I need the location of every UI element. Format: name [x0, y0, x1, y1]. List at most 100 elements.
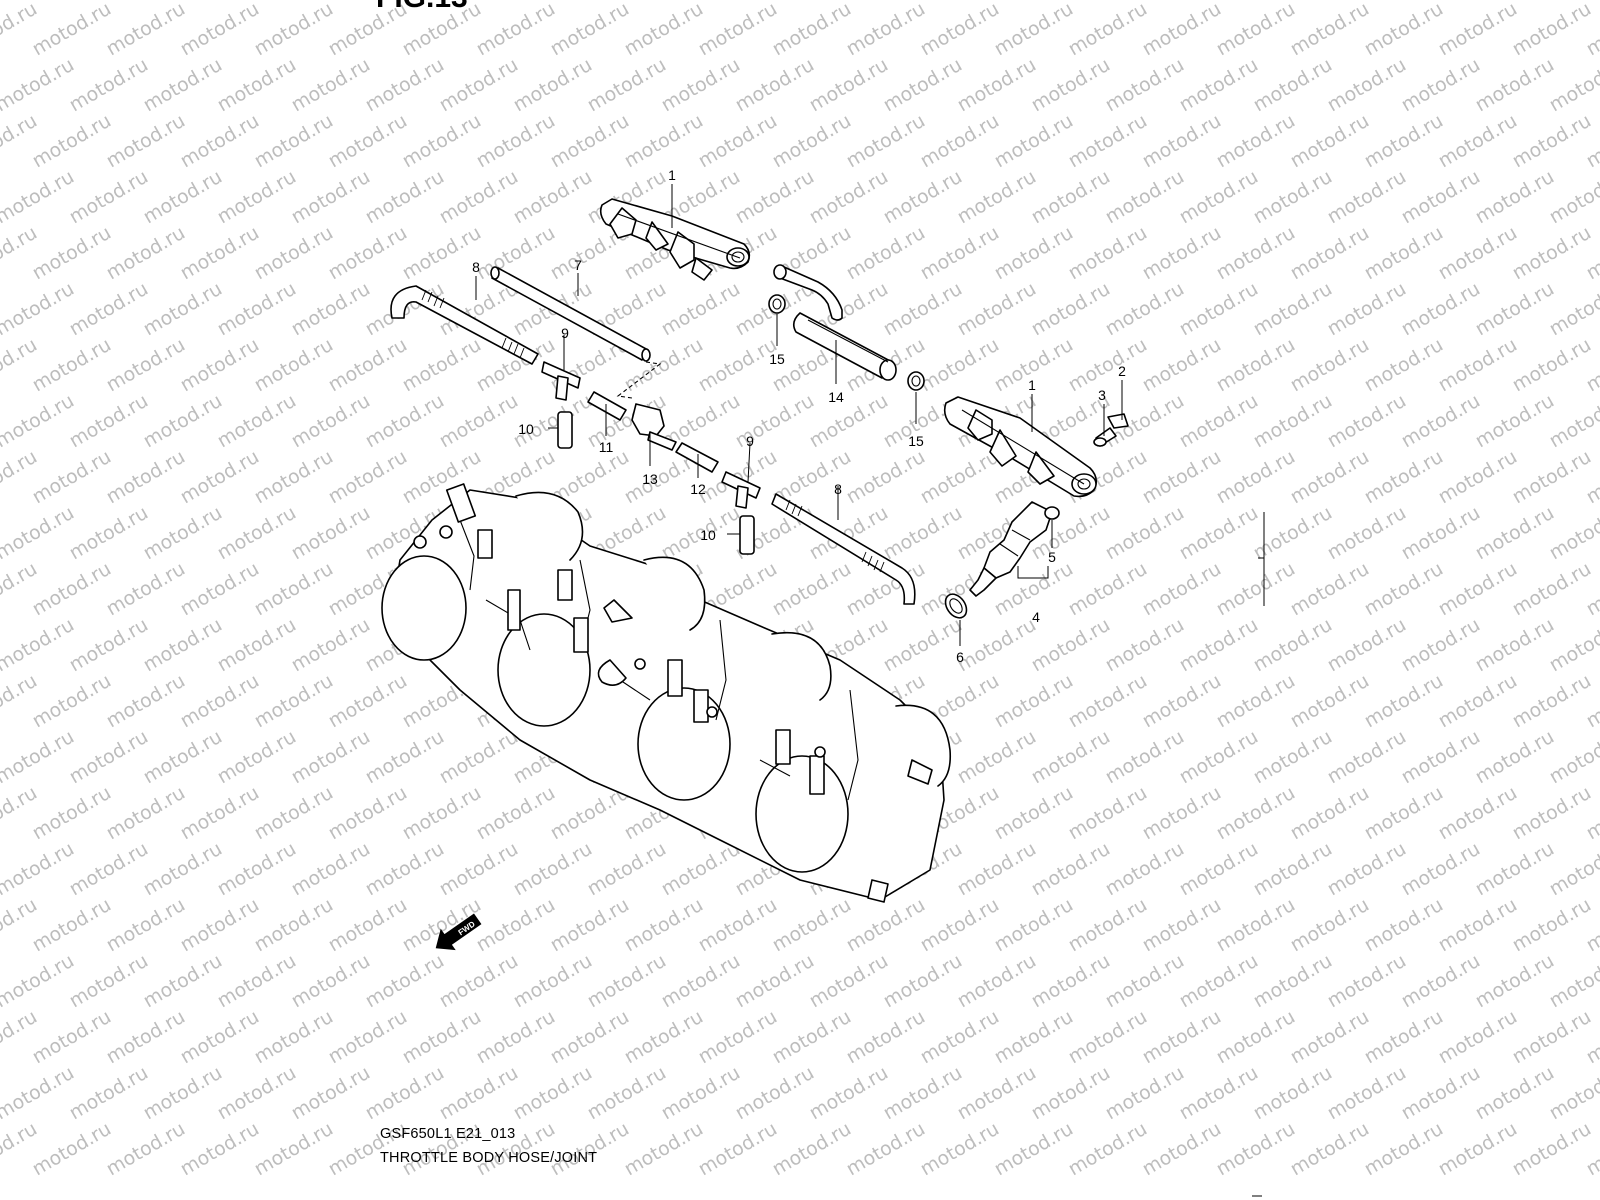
watermark-text: motod.ru: [399, 782, 485, 845]
watermark-text: motod.ru: [917, 0, 1003, 60]
watermark-text: motod.ru: [140, 614, 226, 677]
watermark-text: motod.ru: [325, 894, 411, 957]
watermark-text: motod.ru: [1398, 614, 1484, 677]
watermark-text: motod.ru: [1472, 502, 1558, 565]
watermark-text: motod.ru: [362, 950, 448, 1013]
watermark-text: motod.ru: [1472, 614, 1558, 677]
watermark-text: motod.ru: [732, 0, 818, 4]
watermark-text: motod.ru: [1139, 222, 1225, 285]
watermark-text: motod.ru: [658, 950, 744, 1013]
watermark-text: motod.ru: [917, 110, 1003, 173]
watermark-text: motod.ru: [251, 1118, 337, 1181]
watermark-text: motod.ru: [1250, 502, 1336, 565]
watermark-text: motod.ru: [473, 0, 559, 60]
callout-1-right: 1: [1028, 377, 1036, 393]
watermark-text: motod.ru: [1139, 1118, 1225, 1181]
watermark-text: motod.ru: [843, 1006, 929, 1069]
watermark-text: motod.ru: [1102, 0, 1188, 4]
watermark-text: motod.ru: [103, 782, 189, 845]
watermark-text: motod.ru: [1213, 110, 1299, 173]
watermark-text: motod.ru: [177, 894, 263, 957]
watermark-text: motod.ru: [436, 1062, 522, 1125]
watermark-text: motod.ru: [1361, 670, 1447, 733]
model-code: GSF650L1 E21_013: [380, 1126, 515, 1142]
watermark-text: motod.ru: [880, 54, 966, 117]
watermark-text: motod.ru: [621, 0, 707, 60]
watermark-text: motod.ru: [1435, 1006, 1521, 1069]
fuel-injector: [969, 501, 1053, 597]
watermark-text: motod.ru: [1213, 782, 1299, 845]
watermark-text: motod.ru: [362, 726, 448, 789]
watermark-text: motod.ru: [251, 110, 337, 173]
watermark-text: motod.ru: [214, 950, 300, 1013]
watermark-text: motod.ru: [1435, 110, 1521, 173]
watermark-text: motod.ru: [547, 894, 633, 957]
watermark-text: motod.ru: [1250, 54, 1336, 117]
watermark-text: motod.ru: [1324, 54, 1410, 117]
watermark-text: motod.ru: [1139, 110, 1225, 173]
watermark-text: motod.ru: [1361, 558, 1447, 621]
watermark-text: motod.ru: [399, 1006, 485, 1069]
watermark-text: motod.ru: [880, 166, 966, 229]
injector-o-ring: [1044, 506, 1060, 520]
vacuum-hose-long: [490, 266, 662, 399]
watermark-text: motod.ru: [1361, 782, 1447, 845]
watermark-text: motod.ru: [1546, 278, 1600, 341]
watermark-text: motod.ru: [843, 1118, 929, 1181]
watermark-text: motod.ru: [658, 0, 744, 4]
watermark-text: motod.ru: [1065, 110, 1151, 173]
watermark-text: motod.ru: [177, 1118, 263, 1181]
watermark-text: motod.ru: [1065, 782, 1151, 845]
watermark-text: motod.ru: [399, 334, 485, 397]
watermark-text: motod.ru: [954, 0, 1040, 4]
watermark-text: motod.ru: [1546, 614, 1600, 677]
callout-10-right: 10: [700, 527, 716, 543]
watermark-text: motod.ru: [991, 894, 1077, 957]
fuel-feed-joint: [773, 264, 897, 381]
watermark-text: motod.ru: [1065, 894, 1151, 957]
watermark-text: motod.ru: [510, 838, 596, 901]
watermark-text: motod.ru: [29, 334, 115, 397]
watermark-text: motod.ru: [399, 110, 485, 173]
watermark-text: motod.ru: [1102, 838, 1188, 901]
watermark-text: motod.ru: [621, 894, 707, 957]
watermark-text: motod.ru: [843, 0, 929, 60]
watermark-text: motod.ru: [29, 446, 115, 509]
watermark-text: motod.ru: [1546, 726, 1600, 789]
callout-9-lower: 9: [746, 433, 754, 449]
watermark-text: motod.ru: [66, 0, 152, 4]
watermark-text: motod.ru: [1287, 670, 1373, 733]
watermark-text: motod.ru: [1324, 166, 1410, 229]
watermark-text: motod.ru: [66, 726, 152, 789]
watermark-text: motod.ru: [1287, 894, 1373, 957]
callout-6: 6: [956, 649, 964, 665]
watermark-text: motod.ru: [0, 502, 78, 565]
callout-13: 13: [642, 471, 658, 487]
watermark-text: motod.ru: [1398, 278, 1484, 341]
joint-13: [631, 403, 677, 451]
watermark-text: motod.ru: [288, 166, 374, 229]
watermark-text: motod.ru: [1509, 1118, 1595, 1181]
watermark-text: motod.ru: [0, 1062, 78, 1125]
watermark-text: motod.ru: [1176, 278, 1262, 341]
watermark-text: motod.ru: [1028, 1062, 1114, 1125]
callout-1-upper: 1: [668, 167, 676, 183]
watermark-text: motod.ru: [732, 54, 818, 117]
watermark-text: motod.ru: [769, 0, 855, 60]
callout-9-upper: 9: [561, 325, 569, 341]
watermark-text: motod.ru: [251, 894, 337, 957]
watermark-text: motod.ru: [177, 670, 263, 733]
watermark-text: motod.ru: [140, 950, 226, 1013]
watermark-text: motod.ru: [1324, 278, 1410, 341]
watermark-text: motod.ru: [1509, 894, 1595, 957]
watermark-text: motod.ru: [880, 278, 966, 341]
watermark-text: motod.ru: [1435, 446, 1521, 509]
watermark-text: motod.ru: [1065, 1118, 1151, 1181]
tee-joint-upper: [541, 361, 581, 401]
watermark-text: motod.ru: [1435, 558, 1521, 621]
watermark-text: motod.ru: [1546, 502, 1600, 565]
watermark-text: motod.ru: [140, 278, 226, 341]
watermark-text: motod.ru: [0, 54, 78, 117]
